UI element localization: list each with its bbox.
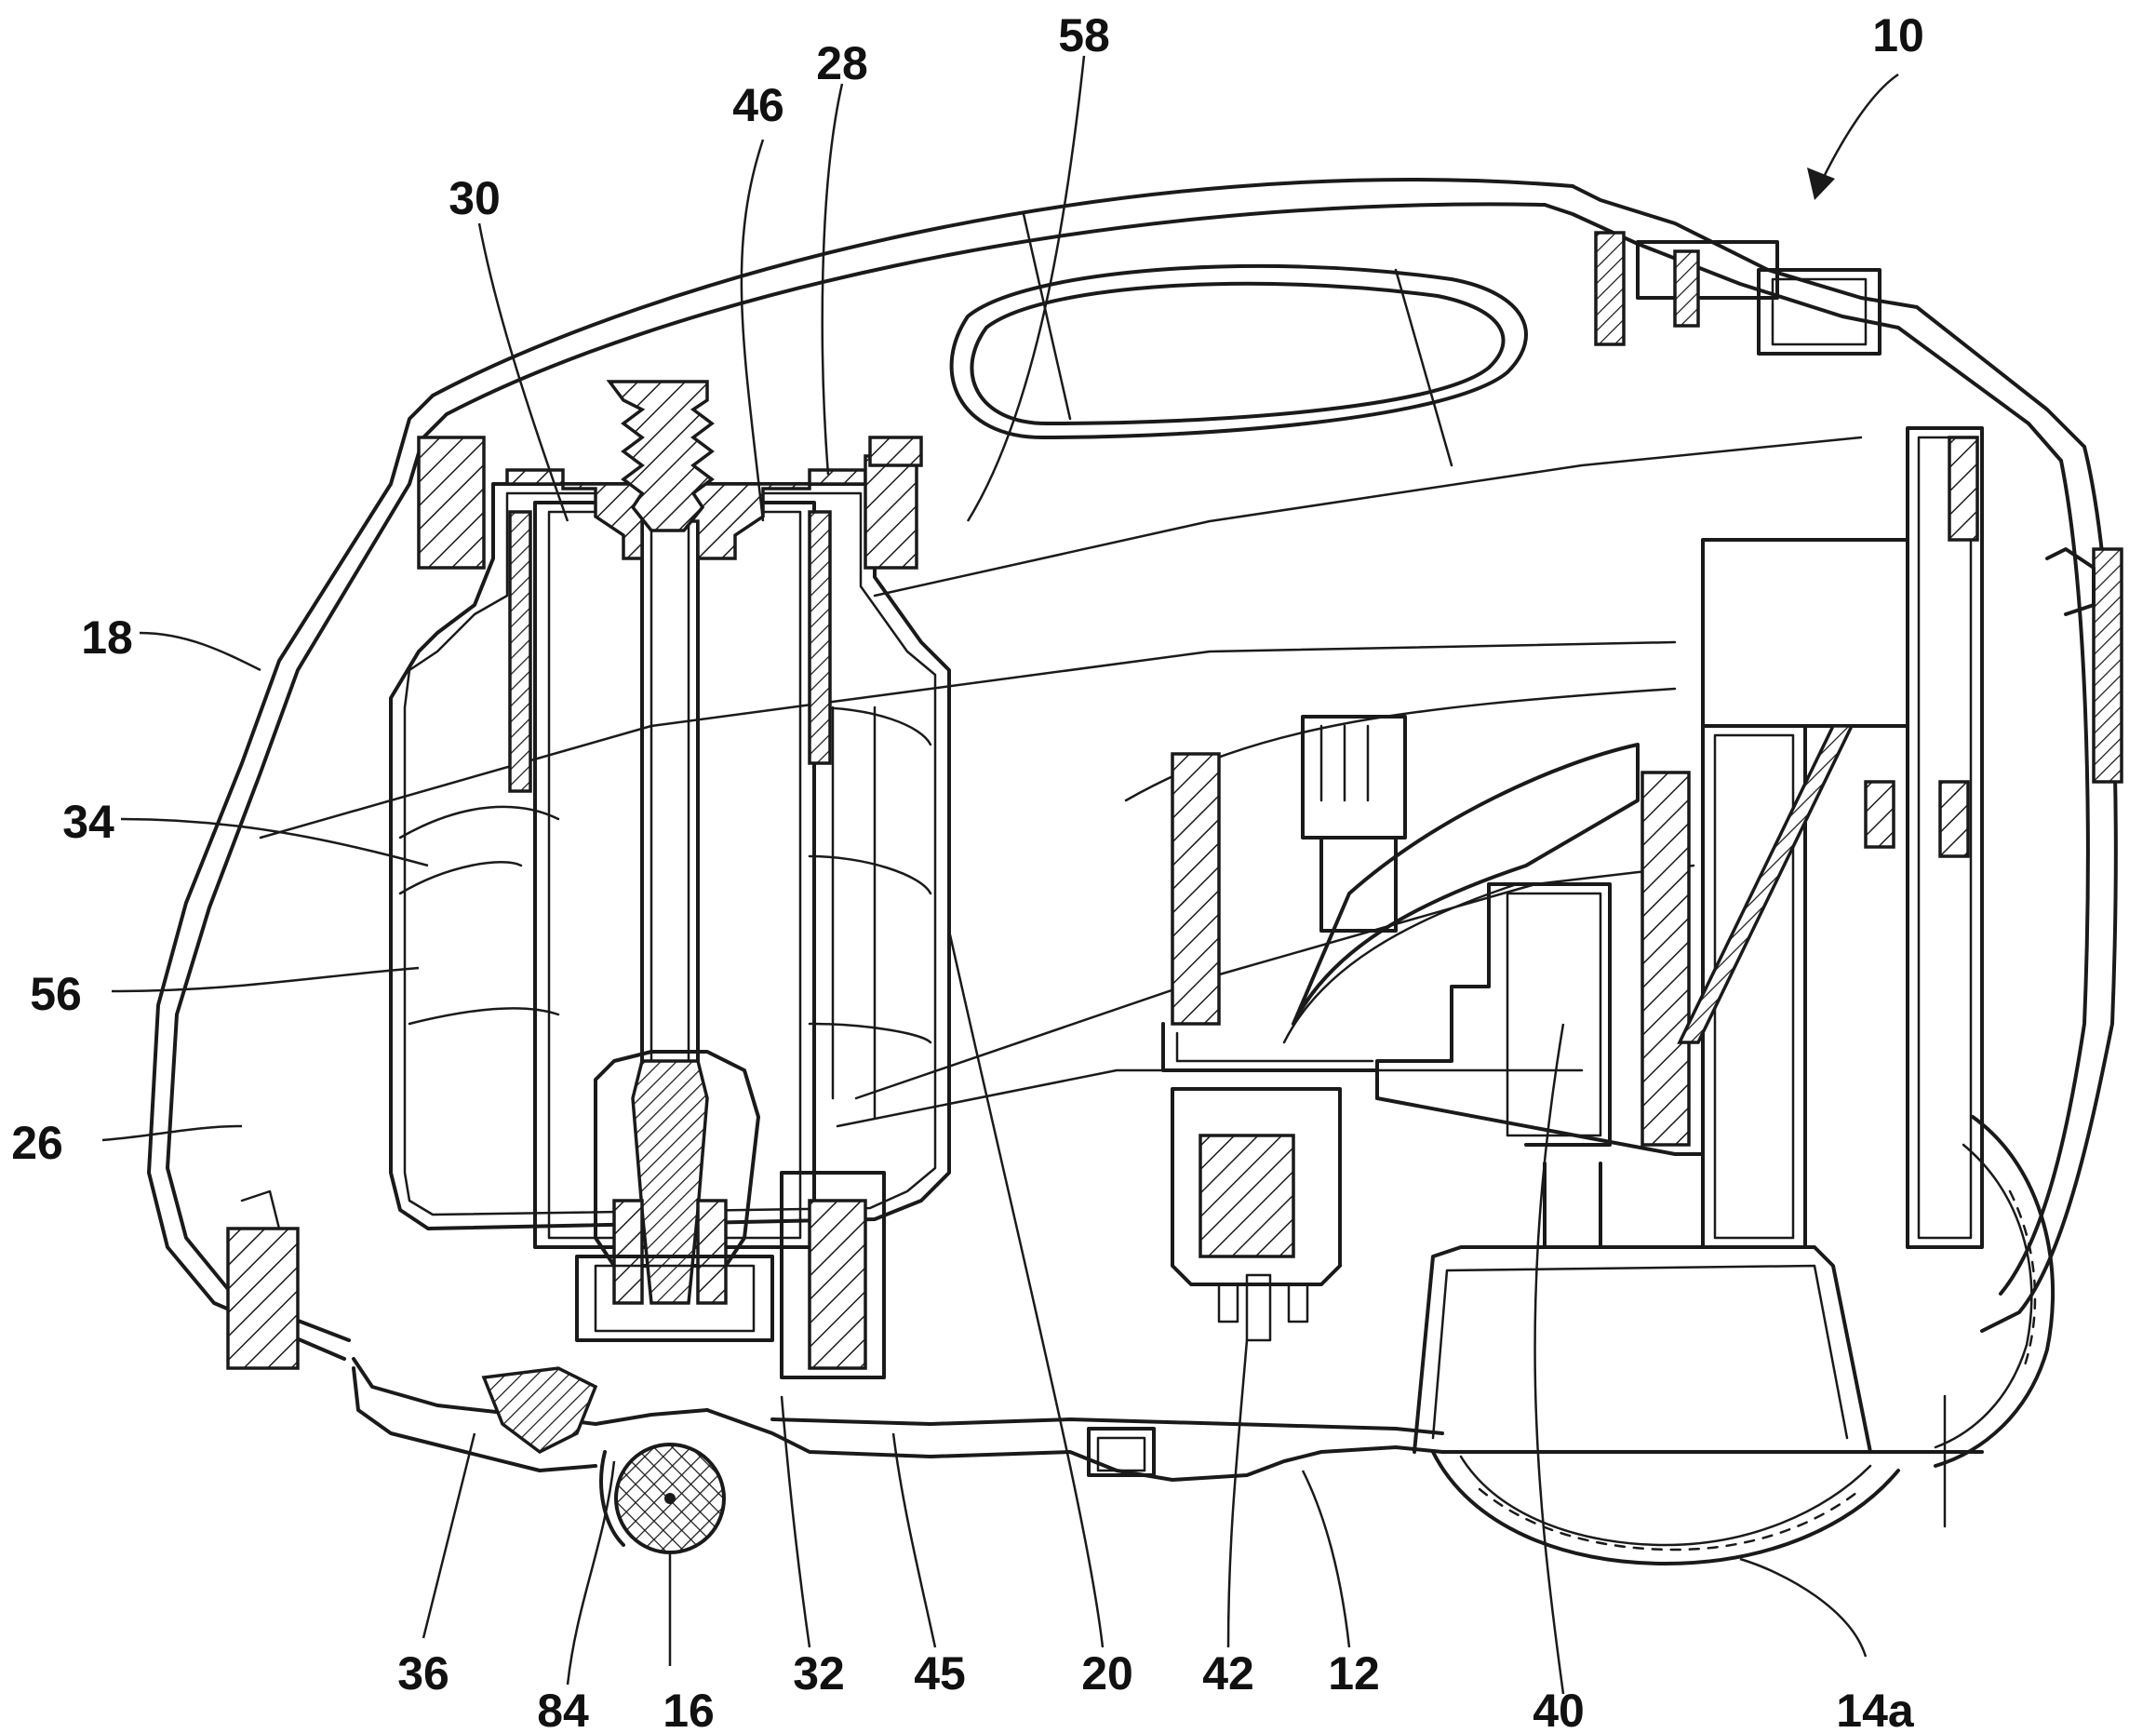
label-36: 36 bbox=[397, 1647, 449, 1699]
label-56: 56 bbox=[30, 968, 82, 1020]
label-20: 20 bbox=[1081, 1647, 1133, 1699]
label-32: 32 bbox=[793, 1647, 845, 1699]
reference-numerals: 10 58 28 46 30 18 34 56 26 36 84 16 32 4… bbox=[11, 9, 1924, 1733]
label-18: 18 bbox=[81, 611, 133, 664]
reference-arrow-10 bbox=[1807, 73, 1899, 200]
label-40: 40 bbox=[1533, 1685, 1585, 1733]
center-housing bbox=[1161, 715, 1705, 1342]
right-housing bbox=[1594, 231, 2123, 1249]
label-46: 46 bbox=[732, 79, 784, 131]
base-plate bbox=[705, 1408, 1444, 1482]
left-foot bbox=[226, 1189, 709, 1472]
handle-opening bbox=[949, 263, 1528, 439]
label-84: 84 bbox=[537, 1685, 589, 1733]
label-14a: 14a bbox=[1836, 1685, 1915, 1733]
wheel-14a bbox=[1431, 1115, 2056, 1565]
label-10: 10 bbox=[1872, 9, 1924, 61]
body-internal-lines bbox=[259, 212, 1863, 1128]
label-16: 16 bbox=[663, 1685, 715, 1733]
knob-16 bbox=[599, 1443, 726, 1554]
label-28: 28 bbox=[816, 37, 868, 89]
label-26: 26 bbox=[11, 1117, 63, 1169]
leader-lines bbox=[101, 55, 1868, 1695]
dust-container-40 bbox=[1413, 1245, 1984, 1454]
label-12: 12 bbox=[1328, 1647, 1380, 1699]
valve-assembly bbox=[575, 1050, 886, 1379]
label-42: 42 bbox=[1202, 1647, 1254, 1699]
label-45: 45 bbox=[914, 1647, 966, 1699]
label-30: 30 bbox=[449, 172, 501, 224]
label-58: 58 bbox=[1058, 9, 1110, 61]
label-34: 34 bbox=[62, 796, 114, 848]
